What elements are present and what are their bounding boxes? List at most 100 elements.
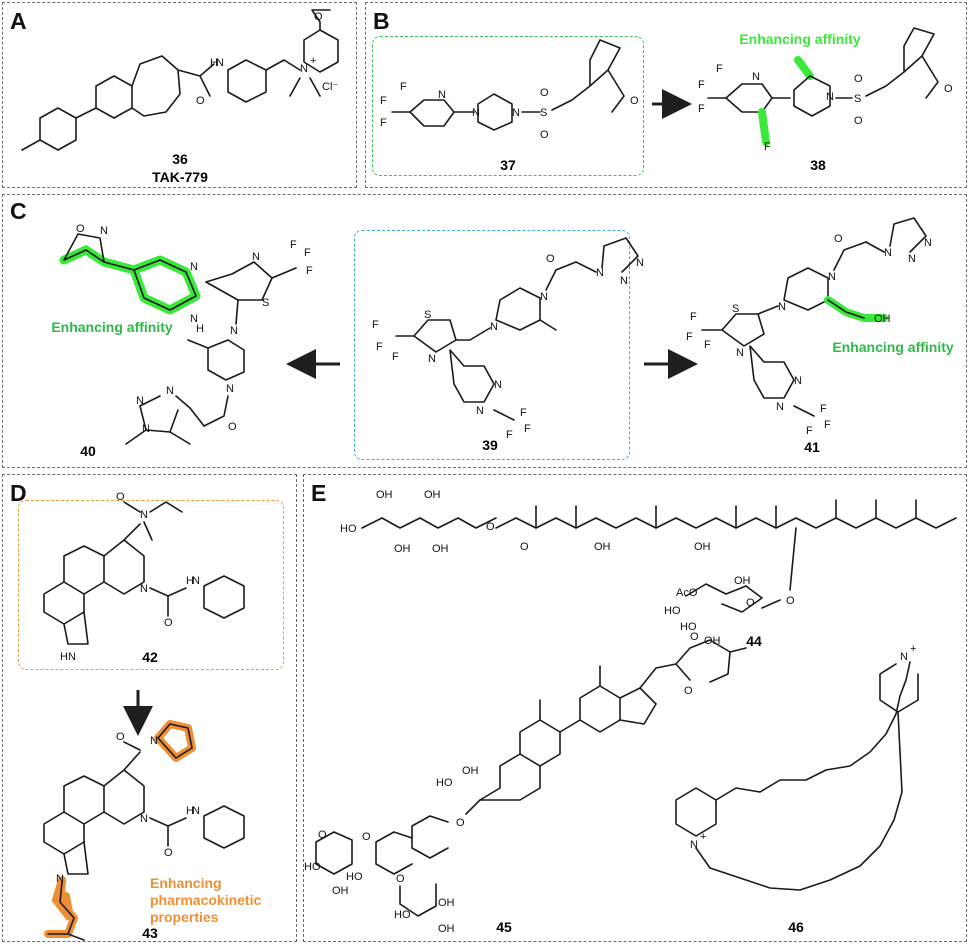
structure-42: O N N HN O HN bbox=[43, 491, 245, 663]
svg-text:F: F bbox=[686, 331, 693, 343]
svg-text:N: N bbox=[192, 805, 200, 817]
svg-text:OH: OH bbox=[432, 543, 449, 555]
svg-text:O: O bbox=[540, 87, 549, 99]
svg-text:+: + bbox=[700, 831, 706, 843]
svg-text:N: N bbox=[140, 509, 148, 521]
svg-text:Cl⁻: Cl⁻ bbox=[322, 81, 338, 93]
svg-text:+: + bbox=[310, 55, 316, 67]
svg-text:O: O bbox=[944, 83, 953, 95]
svg-text:HO: HO bbox=[304, 861, 321, 873]
compound-number-42: 42 bbox=[142, 649, 158, 665]
svg-text:N: N bbox=[252, 251, 260, 263]
svg-text:OH: OH bbox=[462, 765, 479, 777]
svg-text:N: N bbox=[476, 405, 484, 417]
svg-text:F: F bbox=[380, 95, 387, 107]
note-b-affinity: Enhancing affinity bbox=[739, 31, 861, 47]
svg-text:N: N bbox=[736, 347, 744, 359]
svg-text:N: N bbox=[166, 385, 174, 397]
structure-43: O N N HN O N bbox=[43, 720, 245, 941]
svg-text:O: O bbox=[520, 541, 529, 553]
structure-38: FFF N F N S OO O bbox=[698, 27, 953, 153]
note-d-line-1: Enhancing bbox=[150, 875, 222, 891]
svg-text:O: O bbox=[786, 595, 795, 607]
compound-number-40: 40 bbox=[80, 443, 96, 459]
structure-41: FFF SN N N OH O N NN NN FFF bbox=[686, 217, 932, 437]
svg-text:O: O bbox=[456, 817, 465, 829]
svg-text:F: F bbox=[824, 419, 831, 431]
svg-text:HO: HO bbox=[436, 777, 453, 789]
svg-text:N: N bbox=[438, 89, 446, 101]
compound-number-43: 43 bbox=[142, 925, 158, 941]
panel-label-e: E bbox=[311, 480, 327, 506]
svg-text:O: O bbox=[76, 223, 85, 235]
svg-text:F: F bbox=[704, 339, 711, 351]
svg-text:H: H bbox=[210, 57, 218, 69]
svg-text:N: N bbox=[216, 57, 224, 69]
compound-number-45: 45 bbox=[496, 919, 512, 935]
structure-44: HO OH OH OH OH O O OH OH O AcO OH HO HO … bbox=[340, 489, 957, 647]
svg-text:HO: HO bbox=[394, 909, 411, 921]
svg-text:N: N bbox=[636, 257, 644, 269]
svg-text:N: N bbox=[490, 321, 498, 333]
structure-46: N+ N+ bbox=[675, 643, 919, 891]
svg-text:S: S bbox=[262, 297, 269, 309]
svg-text:F: F bbox=[304, 247, 311, 259]
svg-text:N: N bbox=[900, 651, 908, 663]
panel-label-a: A bbox=[10, 8, 27, 34]
svg-text:F: F bbox=[764, 141, 771, 153]
svg-text:N: N bbox=[924, 237, 932, 249]
svg-text:OH: OH bbox=[594, 541, 611, 553]
compound-number-46: 46 bbox=[788, 919, 804, 935]
svg-text:N: N bbox=[596, 267, 604, 279]
svg-text:O: O bbox=[228, 421, 237, 433]
svg-text:O: O bbox=[164, 847, 173, 859]
svg-text:F: F bbox=[716, 63, 723, 75]
svg-text:N: N bbox=[828, 271, 836, 283]
svg-text:HO: HO bbox=[680, 621, 697, 633]
svg-text:O: O bbox=[116, 731, 125, 743]
svg-text:S: S bbox=[732, 303, 739, 315]
structure-45: O O O HO OH O O HO OH HO O HO OH OH bbox=[304, 631, 747, 935]
svg-text:O: O bbox=[854, 73, 863, 85]
svg-text:F: F bbox=[520, 407, 527, 419]
svg-text:O: O bbox=[116, 491, 125, 503]
svg-text:N: N bbox=[190, 261, 198, 273]
svg-text:F: F bbox=[820, 403, 827, 415]
svg-text:O: O bbox=[196, 95, 205, 107]
note-d-line-3: properties bbox=[150, 909, 219, 925]
svg-text:S: S bbox=[540, 107, 547, 119]
svg-text:H: H bbox=[196, 323, 204, 335]
svg-text:O: O bbox=[684, 685, 693, 697]
svg-text:N: N bbox=[826, 91, 834, 103]
svg-text:N: N bbox=[190, 313, 198, 325]
svg-text:N: N bbox=[140, 813, 148, 825]
svg-text:O: O bbox=[854, 115, 863, 127]
svg-text:N: N bbox=[56, 873, 64, 885]
svg-text:N: N bbox=[776, 401, 784, 413]
panel-label-c: C bbox=[10, 198, 27, 224]
svg-text:N: N bbox=[142, 423, 150, 435]
compound-number-44: 44 bbox=[746, 633, 762, 649]
svg-text:N: N bbox=[140, 583, 148, 595]
svg-text:O: O bbox=[486, 521, 495, 533]
svg-text:N: N bbox=[794, 375, 802, 387]
svg-text:HO: HO bbox=[346, 871, 363, 883]
svg-text:O: O bbox=[540, 129, 549, 141]
panel-label-d: D bbox=[10, 480, 27, 506]
svg-text:+: + bbox=[910, 643, 916, 655]
note-d-line-2: pharmacokinetic bbox=[150, 892, 261, 908]
svg-text:N: N bbox=[472, 107, 480, 119]
svg-text:F: F bbox=[806, 425, 813, 437]
svg-text:OH: OH bbox=[438, 897, 455, 909]
svg-text:N: N bbox=[690, 839, 698, 851]
structure-39: FFF SN N N O N NN NN FFF bbox=[372, 237, 644, 441]
svg-text:HN: HN bbox=[60, 651, 76, 663]
compound-number-37: 37 bbox=[500, 157, 516, 173]
scaffold-box-39 bbox=[354, 230, 630, 460]
compound-number-41: 41 bbox=[804, 439, 820, 455]
svg-text:S: S bbox=[424, 309, 431, 321]
svg-text:OH: OH bbox=[332, 885, 349, 897]
note-c-left-affinity: Enhancing affinity bbox=[51, 319, 173, 335]
compound-number-39: 39 bbox=[482, 437, 498, 453]
